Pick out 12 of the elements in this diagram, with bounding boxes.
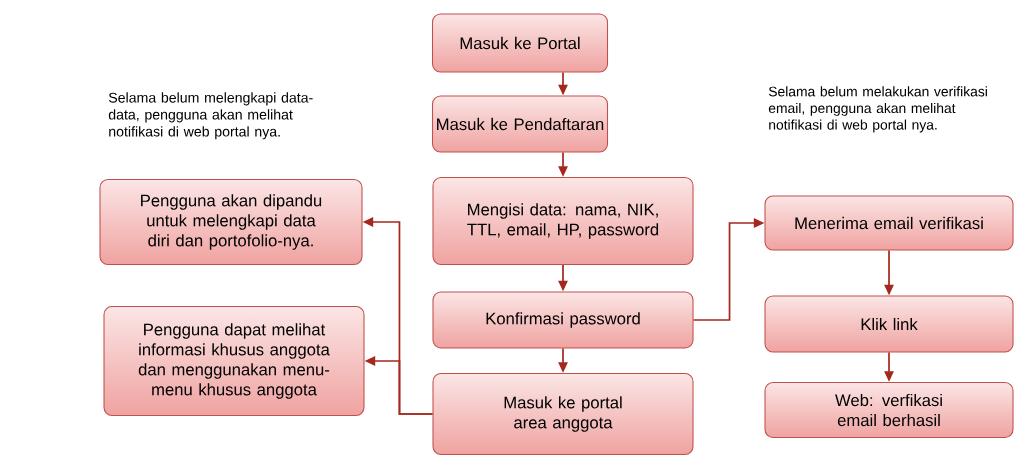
process-box: Mengisi data: nama, NIK, TTL, email, HP, password	[432, 176, 694, 266]
process-box: Masuk ke Portal	[431, 13, 609, 73]
process-box: Pengguna akan dipandu untuk melengkapi data diri dan portofolio-nya.	[99, 178, 363, 266]
process-box: Web: verfikasi email berhasil	[764, 381, 1014, 439]
process-box: Klik link	[764, 295, 1014, 353]
note-text: Selama belum melengkapi data-data, pengguna akan melihat notifikasi di web portal nya.	[108, 92, 313, 140]
process-box: Konfirmasi password	[432, 291, 694, 349]
process-box: Menerima email verifikasi	[764, 195, 1014, 251]
note-text: Selama belum melakukan verifikasi email, pengguna akan melihat notifikasi di web portal nya.	[768, 86, 987, 133]
process-box: Masuk ke Pendaftaran	[431, 95, 609, 153]
process-box: Masuk ke portal area anggota	[432, 372, 694, 456]
process-box: Pengguna dapat melihat informasi khusus anggota dan menggunakan menu-menu khusus anggota	[103, 305, 365, 417]
